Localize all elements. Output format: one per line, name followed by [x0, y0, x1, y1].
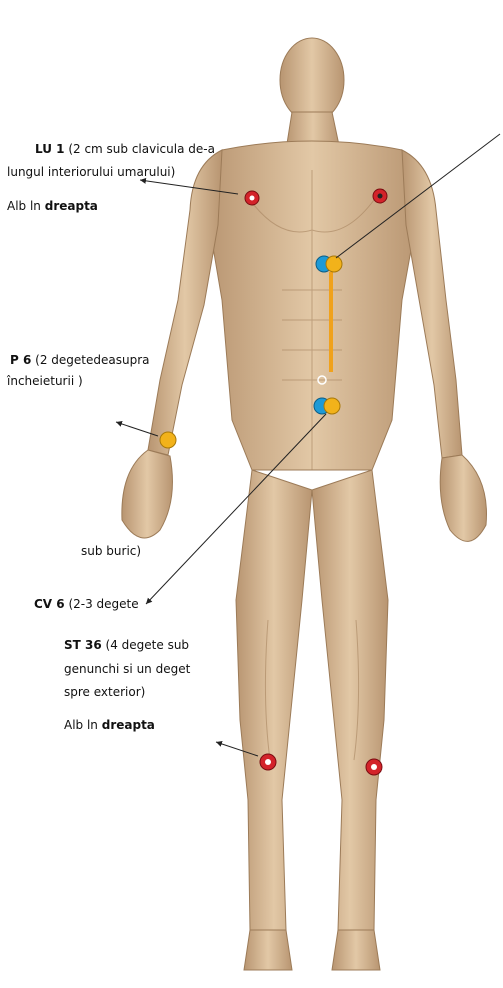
p6-desc-1: (2 degetedeasupra	[31, 353, 149, 367]
p6-label: P 6 (2 degetedeasupra	[10, 352, 149, 369]
st36-side-prefix: Alb ln	[64, 718, 102, 732]
st36-side-note: Alb ln dreapta	[64, 717, 155, 734]
st36-label-line2: genunchi si un deget	[64, 661, 190, 678]
lu1-side-bold: dreapta	[45, 199, 98, 213]
p6-code: P 6	[10, 353, 31, 367]
leg-right	[312, 470, 388, 930]
lu1-desc-1: (2 cm sub clavicula de-a	[65, 142, 215, 156]
lu1-label-line2: lungul interiorului umarului)	[7, 164, 175, 181]
cv6-code: CV 6	[34, 597, 65, 611]
arm-left	[148, 150, 222, 455]
hand-right	[440, 455, 486, 541]
st36-code: ST 36	[64, 638, 102, 652]
p6-label-line2: încheieturii )	[7, 373, 83, 390]
cv6-label: CV 6 (2-3 degete	[34, 596, 139, 613]
foot-left	[244, 930, 292, 970]
cv17-point	[316, 256, 342, 272]
cv6-desc-1: (2-3 degete	[65, 597, 139, 611]
p6-point	[160, 432, 176, 448]
st36-desc-1: (4 degete sub	[102, 638, 189, 652]
body-figure	[122, 38, 487, 970]
arm-right	[402, 150, 462, 458]
hand-left	[122, 450, 173, 538]
st36-label-line3: spre exterior)	[64, 684, 145, 701]
lu1-side-prefix: Alb ln	[7, 199, 45, 213]
head	[280, 38, 344, 122]
st36-side-bold: dreapta	[102, 718, 155, 732]
cv6-point	[314, 398, 340, 414]
lu1-side-note: Alb ln dreapta	[7, 198, 98, 215]
lu1-label: LU 1 (2 cm sub clavicula de-a	[35, 141, 215, 158]
leg-left	[236, 470, 312, 930]
foot-right	[332, 930, 380, 970]
st36-label: ST 36 (4 degete sub	[64, 637, 189, 654]
cv6-label-above: sub buric)	[81, 543, 141, 560]
lu1-code: LU 1	[35, 142, 65, 156]
